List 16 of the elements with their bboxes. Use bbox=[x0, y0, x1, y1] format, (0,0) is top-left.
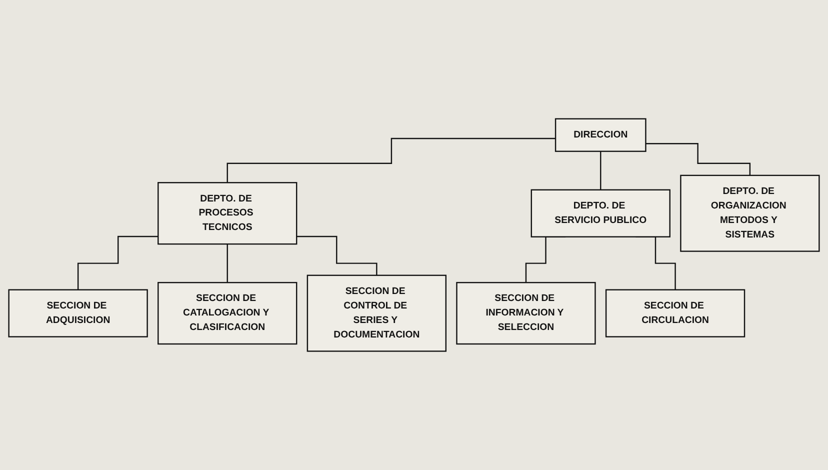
node-box bbox=[8, 289, 148, 338]
connector bbox=[226, 243, 228, 284]
node-box bbox=[680, 174, 820, 252]
node-box bbox=[554, 118, 646, 152]
connector bbox=[296, 236, 378, 276]
connector bbox=[600, 150, 602, 190]
node-box bbox=[605, 289, 746, 338]
node-box bbox=[530, 189, 670, 238]
node-box bbox=[158, 282, 298, 345]
node-box bbox=[456, 282, 596, 345]
connector bbox=[226, 138, 556, 184]
org-chart: DIRECCION DEPTO. DE PROCESOS TECNICOS DEPTO. DE SERVICIO PUBLICO DEPTO. DE ORGANIZACION METODOS Y SISTEMAS SECCION DE ADQUISICION SECCION DE CATALOGACION Y CLASIFICACION SECCION DE CONTROL DE SERIES Y DOCUMENTACION SECCION DE INFORMACION Y SELECCION SECCION DE CIRCULACION bbox=[4, 114, 824, 356]
node-box bbox=[306, 274, 447, 352]
connector bbox=[646, 143, 751, 176]
node-box bbox=[158, 182, 298, 245]
connector bbox=[77, 236, 158, 290]
